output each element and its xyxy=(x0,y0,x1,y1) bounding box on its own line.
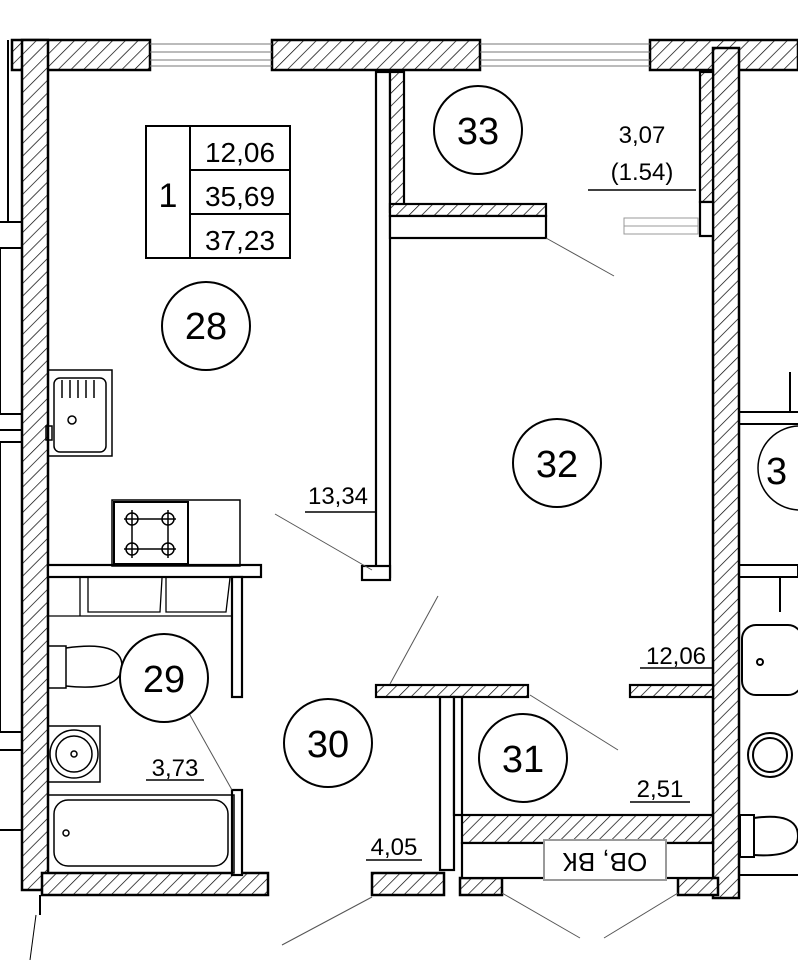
interior-walls xyxy=(46,70,715,880)
room-number-32: 32 xyxy=(536,444,578,486)
area-label-28: 13,34 xyxy=(308,483,368,510)
kitchen-sink xyxy=(45,369,113,457)
exterior-walls xyxy=(10,38,798,900)
room-marker-32: 32 xyxy=(512,418,602,508)
wash-basin xyxy=(47,725,101,783)
stove xyxy=(111,499,241,567)
area-label-33-reduced: (1.54) xyxy=(611,159,674,186)
total-area: 35,69 xyxy=(205,181,275,212)
room-marker-30: 30 xyxy=(283,698,373,788)
area-label-33: 3,07 xyxy=(619,122,666,149)
room-number-33: 33 xyxy=(457,111,499,153)
area-label-29: 3,73 xyxy=(152,755,199,782)
living-area: 12,06 xyxy=(205,137,275,168)
neighbor-right xyxy=(738,372,798,876)
shaft-label: ОВ, ВК xyxy=(563,847,648,877)
room-marker-33: 33 xyxy=(433,85,523,175)
neighbor-room-number: 3 xyxy=(766,451,787,493)
room-marker-29: 29 xyxy=(119,633,209,723)
door-lines xyxy=(185,217,699,946)
apartment-summary-table: 1 12,06 35,69 37,23 xyxy=(145,125,291,259)
room-number-29: 29 xyxy=(143,659,185,701)
total-area-with-balcony: 37,23 xyxy=(205,225,275,256)
room-number-31: 31 xyxy=(502,739,544,781)
area-label-30: 4,05 xyxy=(371,834,418,861)
room-marker-31: 31 xyxy=(478,713,568,803)
toilet xyxy=(47,645,123,689)
rooms-count: 1 xyxy=(159,177,178,215)
shaft-label-box: ОВ, ВК xyxy=(543,839,667,881)
room-marker-28: 28 xyxy=(161,281,251,371)
area-label-31: 2,51 xyxy=(637,776,684,803)
room-number-30: 30 xyxy=(307,724,349,766)
bathtub xyxy=(47,794,235,874)
room-number-28: 28 xyxy=(185,306,227,348)
windows xyxy=(150,43,650,67)
neighbor-left xyxy=(0,40,41,960)
area-labels xyxy=(146,189,713,861)
area-label-32: 12,06 xyxy=(646,643,706,670)
counter xyxy=(47,577,232,617)
